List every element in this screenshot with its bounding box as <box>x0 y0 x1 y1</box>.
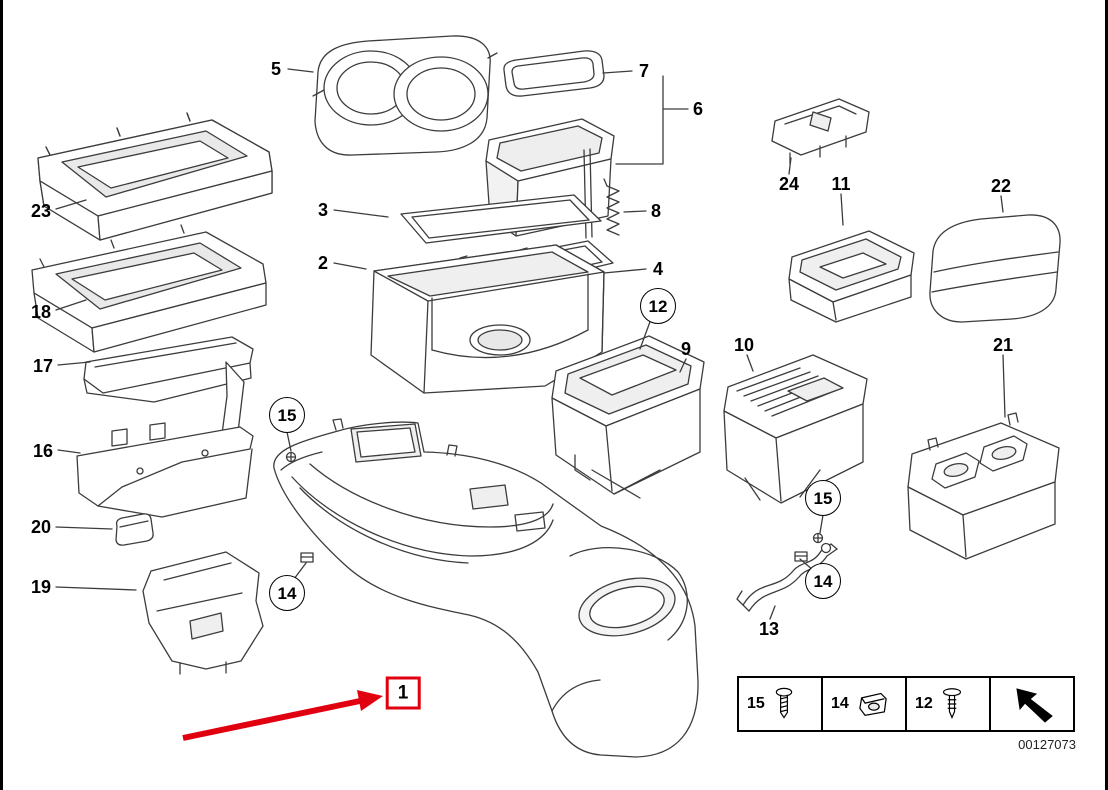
part-8-drawing <box>603 178 620 236</box>
part-callout-12[interactable]: 12 <box>640 288 676 324</box>
part-label-24[interactable]: 24 <box>778 174 800 194</box>
fastener-glyphs <box>285 451 824 563</box>
part-label-23[interactable]: 23 <box>30 201 52 221</box>
selected-part-label-1[interactable]: 1 <box>385 676 421 710</box>
part-2-drawing <box>370 244 605 394</box>
right-border <box>1105 0 1108 790</box>
part-label-19[interactable]: 19 <box>30 577 52 597</box>
part-callout-14-right[interactable]: 14 <box>805 563 841 599</box>
part-label-21[interactable]: 21 <box>992 335 1014 355</box>
legend-item-rivet: 12 <box>905 678 989 730</box>
part-label-6[interactable]: 6 <box>692 99 704 119</box>
legend-item-clip-nut: 14 <box>821 678 905 730</box>
legend-label-12: 12 <box>915 695 933 712</box>
part-label-8[interactable]: 8 <box>650 201 662 221</box>
part-label-2[interactable]: 2 <box>317 253 329 273</box>
legend-label-15: 15 <box>747 695 765 712</box>
part-16-drawing <box>76 422 254 518</box>
part-label-7[interactable]: 7 <box>638 61 650 81</box>
part-3-drawing <box>400 194 602 244</box>
direction-arrow-icon <box>1016 688 1053 723</box>
fastener-legend: 15 14 12 <box>737 676 1075 732</box>
part-23-drawing <box>37 112 273 241</box>
part-label-16[interactable]: 16 <box>32 441 54 461</box>
part-label-5[interactable]: 5 <box>270 59 282 79</box>
legend-label-14: 14 <box>831 695 849 712</box>
legend-item-arrow <box>989 678 1073 730</box>
part-7-drawing <box>503 50 605 97</box>
part-19-drawing <box>142 551 264 675</box>
leader-lines <box>55 68 1006 620</box>
part-callout-15-left[interactable]: 15 <box>269 397 305 433</box>
part-9-drawing <box>551 335 705 499</box>
expanding-rivet-icon <box>942 688 961 720</box>
part-22-drawing <box>929 214 1061 323</box>
part-label-11[interactable]: 11 <box>831 174 851 194</box>
part-1-drawing <box>273 418 699 758</box>
part-label-20[interactable]: 20 <box>30 517 52 537</box>
part-label-13[interactable]: 13 <box>758 619 780 639</box>
part-10-drawing <box>723 354 868 504</box>
part-11-drawing <box>788 230 915 323</box>
part-17-drawing <box>83 336 254 435</box>
part-5-drawing <box>312 35 498 156</box>
part-label-22[interactable]: 22 <box>990 176 1012 196</box>
screw-icon <box>775 687 793 719</box>
part-label-3[interactable]: 3 <box>317 200 329 220</box>
part-label-18[interactable]: 18 <box>30 302 52 322</box>
part-callout-14-left[interactable]: 14 <box>269 575 305 611</box>
left-border <box>0 0 3 790</box>
legend-item-screw: 15 <box>739 678 821 730</box>
part-callout-15-right[interactable]: 15 <box>805 480 841 516</box>
part-label-9[interactable]: 9 <box>680 339 692 359</box>
selection-arrow <box>182 690 383 741</box>
clip-nut-icon <box>859 692 887 717</box>
part-label-10[interactable]: 10 <box>733 335 755 355</box>
part-21-drawing <box>907 412 1060 560</box>
part-label-4[interactable]: 4 <box>652 259 664 279</box>
diagram-number: 00127073 <box>1018 737 1076 752</box>
part-18-drawing <box>31 224 267 353</box>
part-label-17[interactable]: 17 <box>32 356 54 376</box>
part-20-drawing <box>115 513 154 546</box>
part-24-drawing <box>771 98 870 165</box>
